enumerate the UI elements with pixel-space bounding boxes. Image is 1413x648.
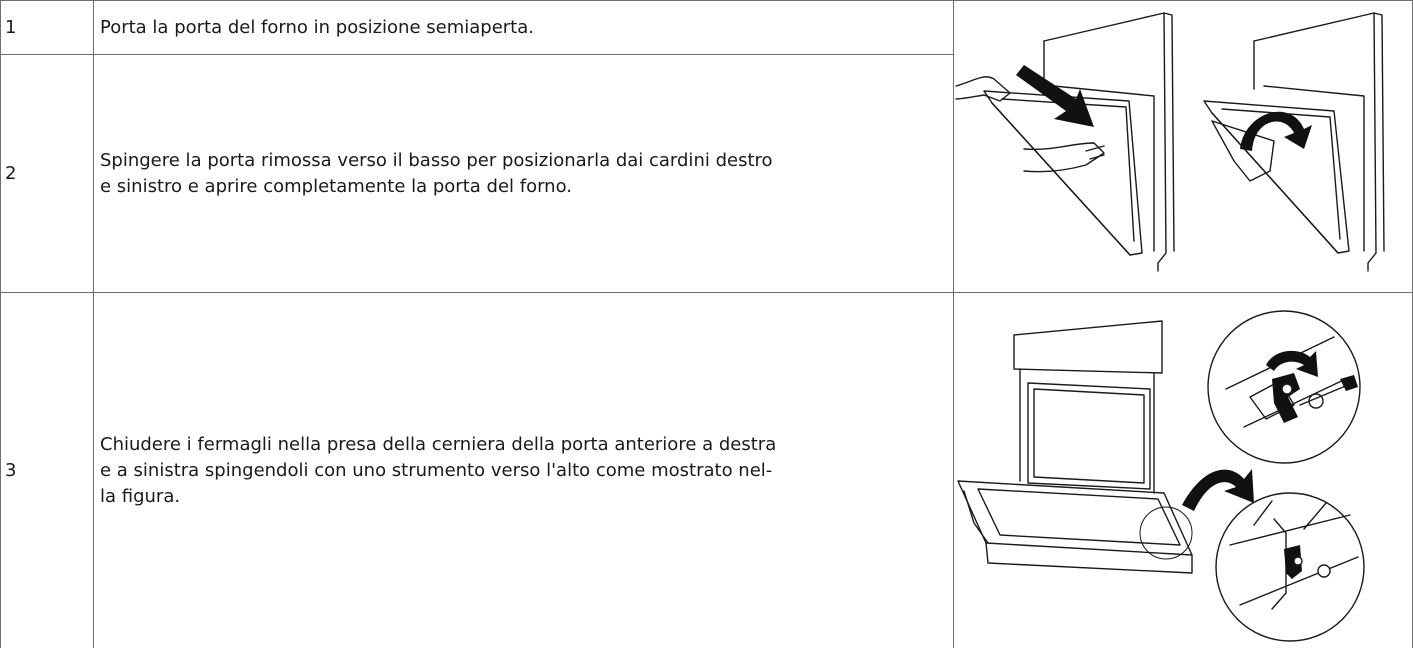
oven-open-door-figure (957, 320, 1193, 574)
step-text: Porta la porta del forno in posizione se… (100, 16, 534, 38)
step-text: Chiudere i fermagli nella presa della ce… (100, 433, 777, 507)
step-number: 1 (5, 16, 17, 38)
step-number: 3 (5, 459, 17, 481)
illustration-cell-hinge-clips (953, 292, 1413, 648)
door-removal-illustration (955, 12, 1385, 272)
step-2-number-cell: 2 (0, 54, 93, 292)
hinge-detail-bottom (1215, 492, 1365, 642)
oven-left-figure (955, 12, 1175, 272)
hinge-detail-top (1207, 310, 1361, 464)
step-3-number-cell: 3 (0, 292, 93, 648)
illustration-cell-door-removal (953, 0, 1413, 292)
step-1-text-cell: Porta la porta del forno in posizione se… (93, 0, 953, 54)
step-number: 2 (5, 162, 17, 184)
hinge-clips-illustration (957, 310, 1365, 642)
arrow-icon (1182, 469, 1254, 511)
step-3-text-cell: Chiudere i fermagli nella presa della ce… (93, 292, 953, 648)
step-text: Spingere la porta rimossa verso il basso… (100, 149, 773, 197)
step-1-number-cell: 1 (0, 0, 93, 54)
oven-right-figure (1203, 12, 1385, 272)
step-2-text-cell: Spingere la porta rimossa verso il basso… (93, 54, 953, 292)
